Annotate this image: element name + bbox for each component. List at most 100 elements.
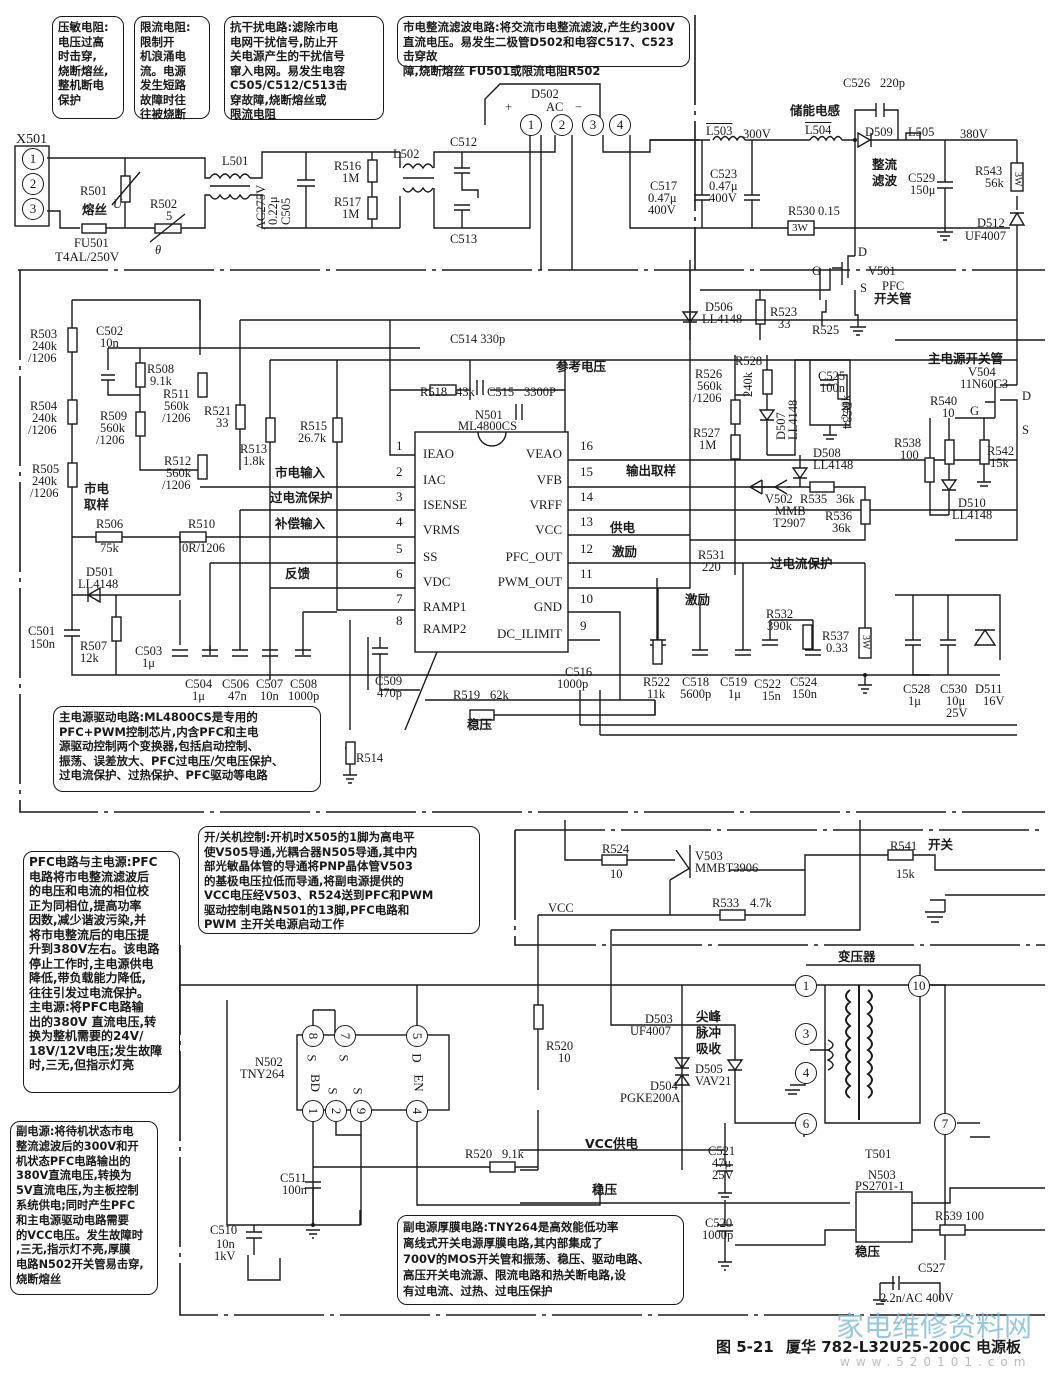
label-n501-val: ML4800CS: [458, 419, 518, 433]
resistor-r526: [730, 399, 741, 425]
transformer-windings: [845, 989, 873, 1099]
label-r510: R510: [188, 517, 216, 531]
label-d512: D512: [977, 216, 1005, 230]
label-vcc: VCC: [548, 901, 574, 915]
t501-pin-4: 4: [795, 1062, 817, 1084]
label-v504-g: G: [970, 404, 980, 418]
resistor-r539: [939, 1224, 966, 1236]
resistor-r534: [837, 374, 848, 400]
label-d508-val: LL4148: [813, 458, 854, 472]
callout-power-on-off: 开/关机控制:开机时X505的1脚为高电平 使V505导通,光耦合器N505导通…: [198, 826, 480, 934]
label-r517: R517: [334, 195, 362, 209]
label-c524-val: 150n: [792, 687, 817, 701]
label-r538: R538: [894, 436, 922, 450]
label-r509-v2: /1206: [96, 433, 125, 447]
label-c510-v2: 1kV: [214, 1249, 236, 1263]
section-border-standby: [514, 830, 1045, 946]
label-c501-val: 150n: [30, 637, 55, 651]
label-r503-v1: 240k: [32, 339, 57, 353]
resistor-r506: [95, 531, 123, 543]
label-r523: R523: [770, 305, 798, 319]
label-v501-note1: PFC: [882, 279, 905, 293]
label-d502-ac: AC: [546, 100, 564, 114]
label-c501: C501: [28, 624, 56, 638]
label-d509-note2: 滤波: [872, 173, 898, 188]
t501-pin-3: 3: [795, 1023, 817, 1045]
n501-pin-number: 5: [396, 541, 403, 556]
n502-pin: 4: [406, 1100, 428, 1122]
n501-pin-name: VRMS: [423, 522, 460, 537]
resistor-r509: [135, 411, 146, 437]
label-c523-v2: 400V: [709, 191, 737, 205]
label-spike-note-1: 尖峰: [696, 1009, 722, 1024]
d502-pin-2: 2: [551, 114, 573, 136]
resistor-r514: [345, 741, 356, 765]
label-d501: D501: [86, 565, 114, 579]
resistor-r515: [332, 417, 343, 443]
label-n502-val: TNY264: [240, 1067, 285, 1081]
label-v504-d: D: [1022, 389, 1032, 403]
label-c511-val: 100n: [282, 1183, 307, 1197]
n502-pin: 2: [325, 1100, 347, 1122]
label-r541-val: 15k: [896, 867, 915, 881]
label-v504: V504: [968, 365, 996, 379]
label-r526: R526: [695, 367, 723, 381]
label-r511-v1: 560k: [164, 399, 189, 413]
label-r525: R525: [812, 323, 840, 337]
label-300v: 300V: [743, 127, 771, 141]
label-c520-val: 1000p: [702, 1228, 734, 1242]
n501-pin-number: 2: [396, 464, 403, 479]
resistor-r503: [67, 327, 78, 353]
label-c530: C530: [940, 682, 968, 696]
label-c519-val: 1μ: [728, 687, 741, 701]
signal-feedback: 反馈: [285, 566, 311, 581]
label-l502: L502: [393, 147, 420, 161]
label-r513: R513: [240, 442, 268, 456]
n501-pin-number: 4: [396, 514, 403, 529]
label-c518-val: 5600p: [680, 687, 712, 701]
n501-pin-name: RAMP2: [423, 621, 467, 636]
label-r510-val: 0R/1206: [182, 541, 226, 555]
label-r530-val: 0.15: [818, 204, 840, 218]
label-r539: R539 100: [935, 1209, 984, 1223]
label-v501: V501: [868, 264, 896, 278]
label-c521: C521: [708, 1144, 736, 1158]
label-c508: C508: [290, 677, 318, 691]
label-d501-val: LL4148: [78, 577, 119, 591]
t501-pin-7: 7: [934, 1113, 956, 1135]
label-d510-val: LL4148: [952, 508, 993, 522]
n501-pin-number: 1: [396, 438, 403, 453]
watermark-logo-text: 家电维修资料网: [836, 1310, 1033, 1343]
signal-output-sample: 输出取样: [626, 463, 677, 478]
label-v502: V502: [765, 492, 793, 506]
n502-pin: 9: [350, 1100, 372, 1122]
section-border-main: [19, 270, 1045, 813]
label-c512: C512: [450, 135, 478, 149]
label-r517-val: 1M: [342, 207, 360, 221]
label-v501-note2: 开关管: [874, 291, 912, 306]
n501-pin-number: 3: [396, 489, 403, 504]
resistor-r528: [762, 369, 773, 395]
label-c519: C519: [720, 675, 748, 689]
label-r526-v2: /1206: [693, 391, 722, 405]
label-c529: C529: [908, 171, 936, 185]
label-r519-val: 62k: [490, 688, 509, 702]
callout-current-limiter: 限流电阻: 限制开 机浪涌电 流。电源 发生短路 故障时往 往被烧断: [134, 16, 210, 121]
label-r531-val: 220: [702, 560, 721, 574]
label-c507: C507: [256, 677, 284, 691]
label-r511: R511: [163, 387, 190, 401]
n501-pin-number: 6: [396, 566, 403, 581]
t501-pin-1: 1: [795, 975, 817, 997]
label-r533: R533: [712, 896, 740, 910]
label-t501: T501: [865, 1147, 892, 1161]
callout-thick-film: 副电源厚膜电路:TNY264是高效能低功率 离线式开关电源厚膜电路,其内部集成了…: [397, 1215, 684, 1305]
label-r519: R519: [453, 688, 481, 702]
label-c528: C528: [903, 682, 931, 696]
label-c521-v2: 25V: [712, 1168, 734, 1182]
n501-pin-name: DC_ILIMIT: [497, 626, 562, 641]
label-fu501-val: T4AL/250V: [55, 249, 120, 264]
resistor-r532: [802, 624, 813, 650]
label-c527: C527: [918, 1261, 946, 1275]
label-r527: R527: [693, 426, 721, 440]
label-r528: R528: [735, 354, 763, 368]
